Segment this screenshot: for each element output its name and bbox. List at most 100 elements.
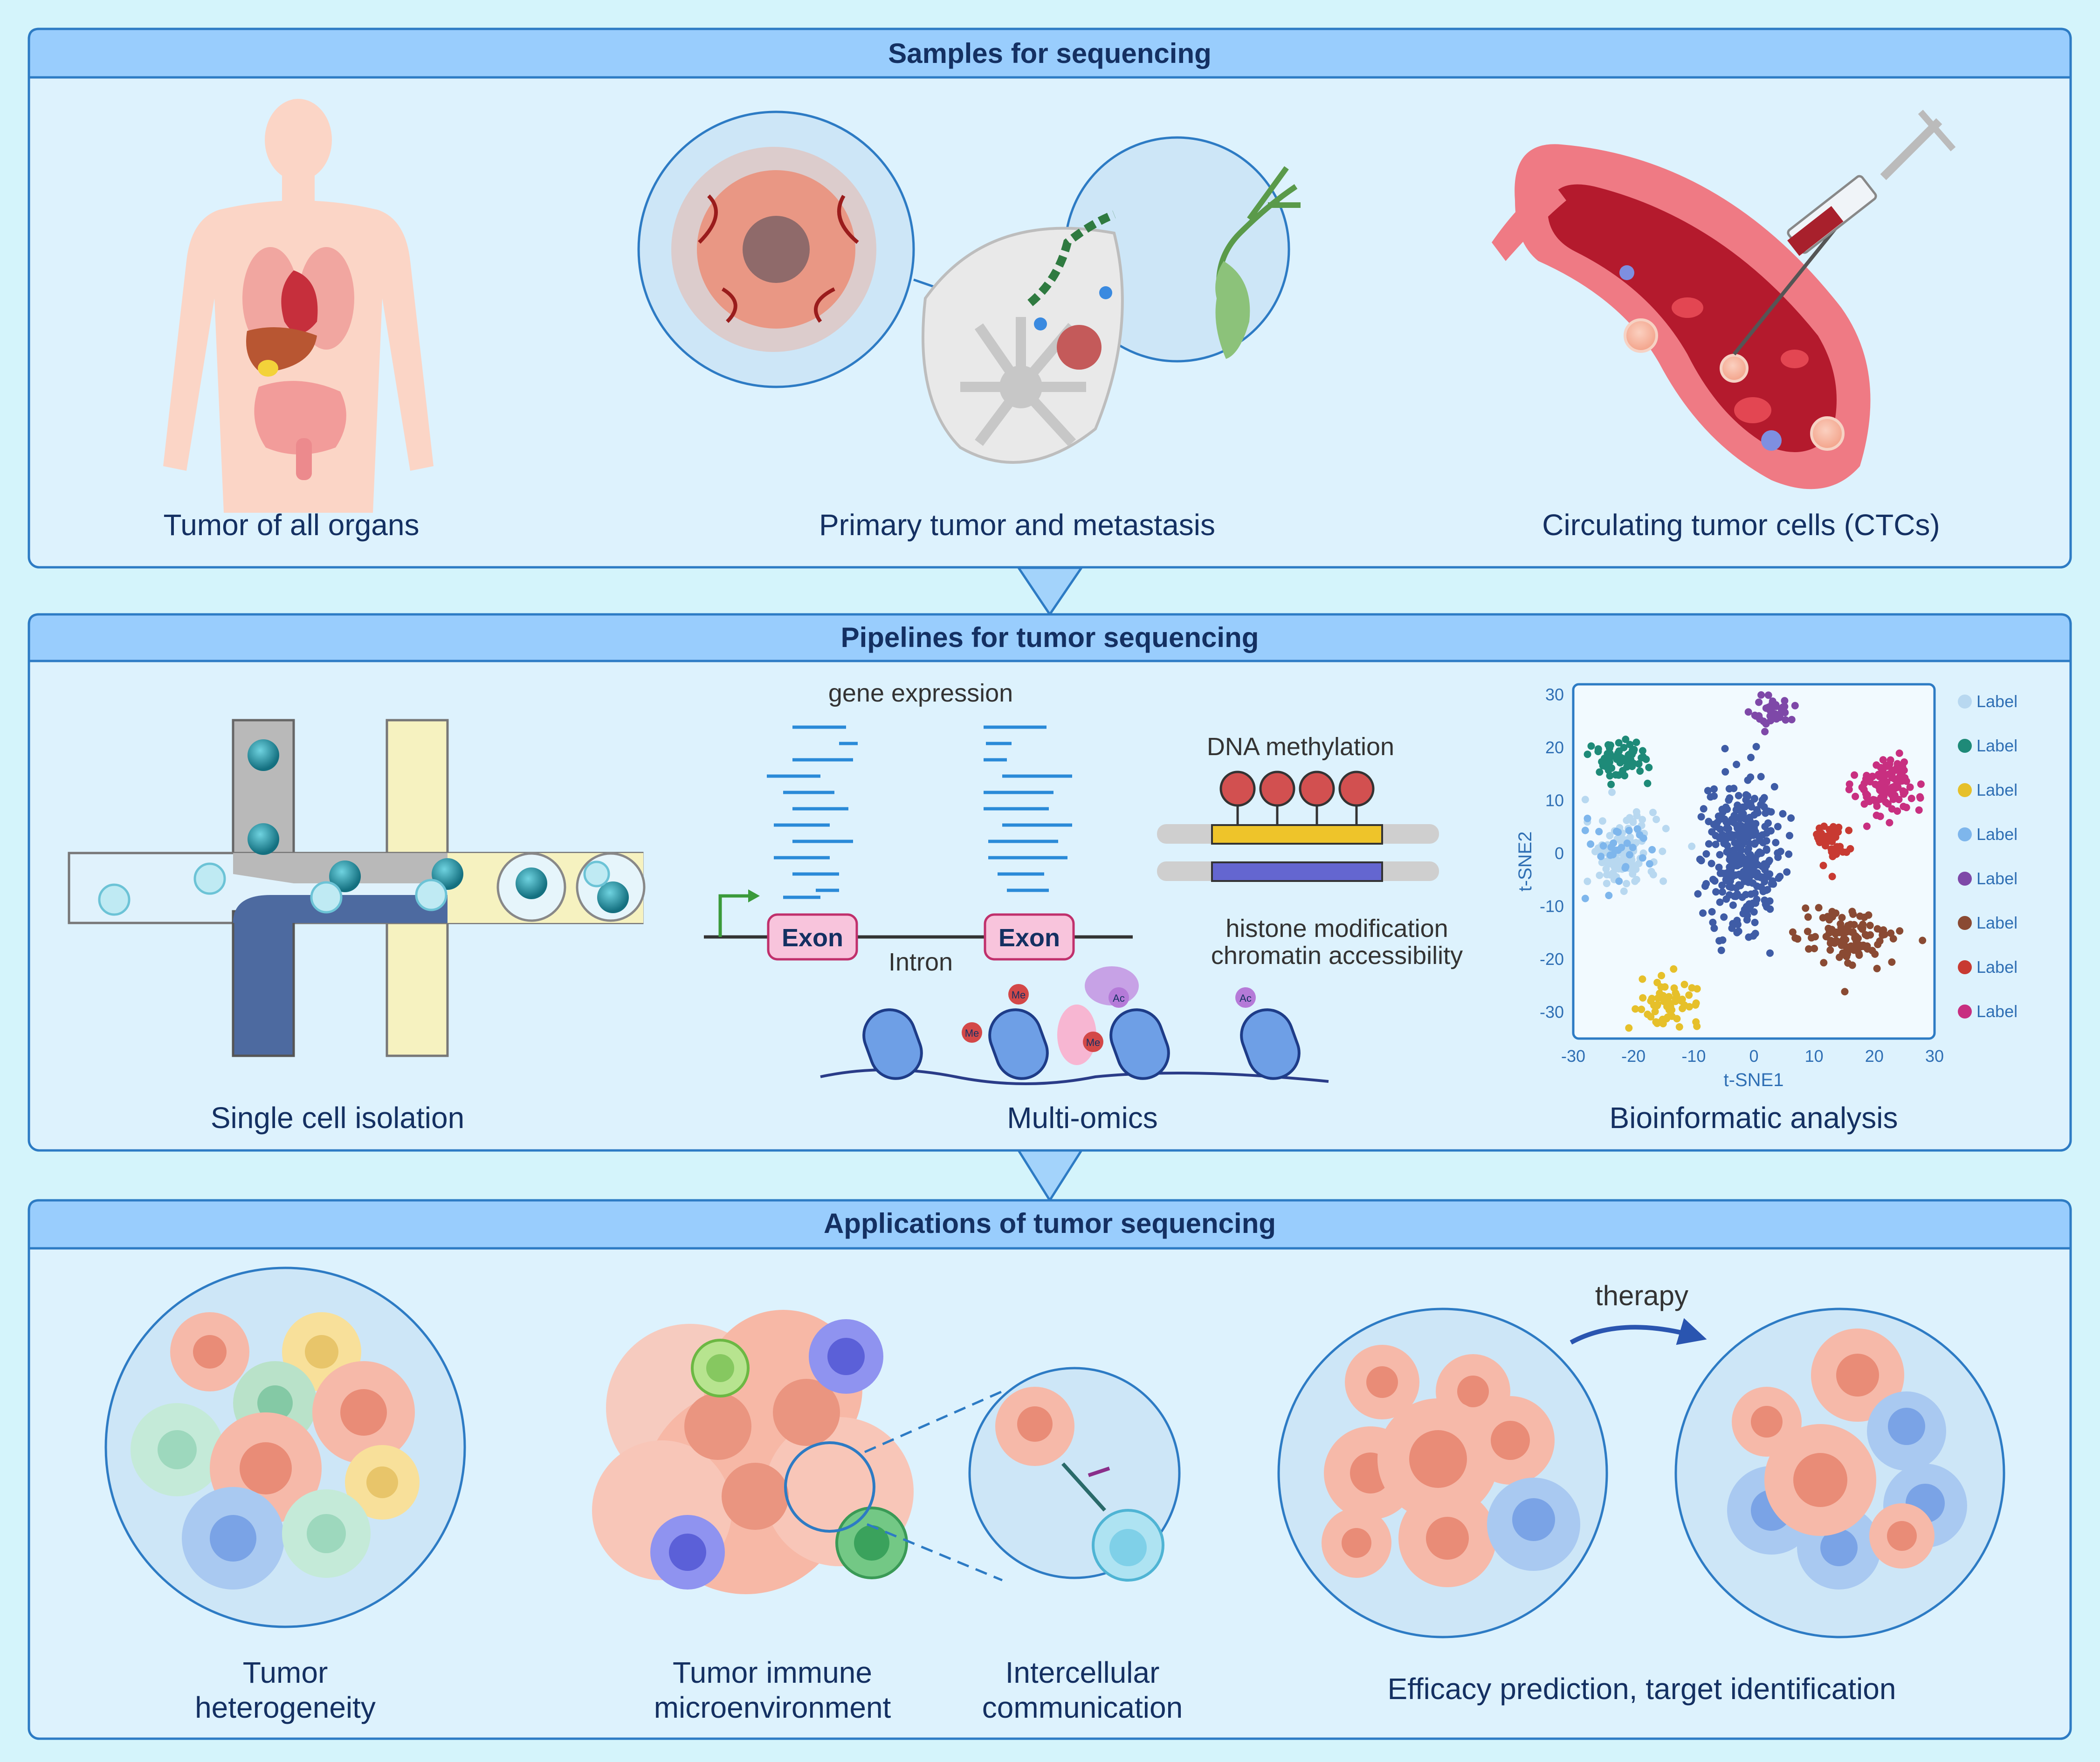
tsne-point-series-1	[1626, 741, 1634, 749]
tsne-point-series-0	[1633, 812, 1641, 819]
tsne-point-series-1	[1632, 738, 1640, 746]
tsne-point-series-6	[1828, 873, 1836, 881]
tsne-point-series-7	[1900, 758, 1908, 766]
tsne-point-series-5	[1858, 923, 1866, 931]
label-chromatin-accessibility: chromatin accessibility	[1211, 942, 1463, 970]
tsne-point-series-0	[1606, 832, 1614, 840]
tsne-point-series-5	[1805, 945, 1813, 953]
tsne-point-series-6	[1835, 824, 1843, 831]
tsne-point-series-0	[1584, 877, 1591, 885]
breast-tumor-illustration	[637, 110, 1301, 464]
tsne-point-series-4	[1777, 705, 1785, 713]
label-single-cell-isolation: Single cell isolation	[211, 1101, 464, 1135]
tsne-point-series-0	[1596, 871, 1604, 879]
tsne-point-series-1	[1642, 755, 1650, 763]
tsne-point-series-8	[1762, 886, 1770, 894]
tsne-point-series-0	[1608, 788, 1616, 796]
tsne-point-series-7	[1876, 812, 1884, 820]
tsne-point-series-4	[1755, 698, 1763, 706]
tsne-legend-swatch	[1958, 783, 1972, 797]
tsne-point-series-2	[1656, 990, 1664, 997]
tsne-point-series-8	[1745, 845, 1752, 853]
tsne-point-series-8	[1745, 903, 1753, 911]
tsne-point-series-3	[1599, 842, 1607, 850]
tsne-point-series-8	[1749, 831, 1757, 839]
tsne-point-series-7	[1845, 780, 1853, 788]
tsne-point-series-3	[1621, 864, 1629, 872]
tsne-point-series-7	[1880, 787, 1887, 795]
tsne-point-series-3	[1646, 860, 1653, 868]
panel-pipelines: Pipelines for tumor sequencing Single ce	[28, 613, 2072, 1152]
tsne-point-series-8	[1704, 787, 1712, 795]
tsne-point-series-5	[1826, 946, 1834, 954]
tsne-point-series-8	[1762, 809, 1770, 817]
tsne-point-series-8	[1697, 813, 1705, 821]
tsne-point-series-1	[1608, 764, 1616, 772]
tsne-point-series-8	[1754, 850, 1762, 858]
tsne-point-series-8	[1758, 796, 1766, 804]
tsne-point-series-8	[1766, 870, 1774, 878]
tsne-point-series-0	[1649, 809, 1657, 816]
tsne-point-series-7	[1873, 798, 1880, 806]
tsne-point-series-0	[1603, 880, 1611, 888]
tsne-point-series-3	[1623, 840, 1631, 847]
tsne-point-series-8	[1720, 913, 1728, 921]
tsne-point-series-8	[1736, 840, 1744, 847]
tsne-ylabel: t-SNE2	[1515, 832, 1535, 892]
tsne-point-series-7	[1890, 783, 1898, 791]
tsne-point-series-5	[1874, 941, 1882, 949]
panel-applications-title: Applications of tumor sequencing	[824, 1208, 1276, 1239]
tsne-point-series-7	[1878, 771, 1886, 778]
tsne-point-series-8	[1761, 896, 1769, 904]
tsne-legend-label: Label	[1976, 780, 2017, 799]
tsne-point-series-8	[1774, 823, 1782, 831]
tsne-point-series-0	[1581, 796, 1589, 804]
tsne-point-series-8	[1729, 852, 1737, 860]
tsne-point-series-8	[1716, 815, 1724, 823]
tsne-point-series-1	[1607, 741, 1614, 749]
tsne-point-series-8	[1702, 880, 1710, 888]
tsne-point-series-5	[1808, 934, 1815, 942]
svg-text:Ac: Ac	[1113, 992, 1125, 1004]
tsne-point-series-5	[1826, 939, 1834, 947]
tsne-point-series-7	[1907, 794, 1915, 802]
tsne-point-series-4	[1782, 716, 1790, 724]
tsne-point-series-5	[1887, 929, 1895, 937]
tsne-point-series-7	[1845, 785, 1853, 793]
tsne-point-series-7	[1915, 806, 1923, 814]
tsne-point-series-7	[1916, 794, 1924, 802]
tsne-point-series-8	[1723, 832, 1731, 840]
tsne-point-series-8	[1735, 792, 1742, 799]
tsne-point-series-3	[1595, 828, 1603, 835]
tsne-point-series-8	[1732, 806, 1740, 814]
tsne-point-series-4	[1764, 703, 1772, 711]
label-microenvironment: microenvironment	[654, 1691, 891, 1724]
tsne-point-series-7	[1893, 766, 1900, 774]
tsne-point-series-8	[1731, 839, 1739, 847]
tsne-point-series-8	[1728, 924, 1736, 932]
label-multi-omics: Multi-omics	[1007, 1101, 1158, 1135]
tsne-point-series-4	[1764, 691, 1772, 699]
me-tag-3: Me	[1083, 1032, 1103, 1052]
tsne-point-series-5	[1811, 944, 1818, 952]
tsne-point-series-8	[1751, 840, 1759, 848]
tsne-point-series-6	[1816, 824, 1823, 832]
tsne-point-series-7	[1886, 819, 1893, 826]
tsne-point-series-0	[1623, 880, 1631, 888]
tsne-point-series-4	[1761, 728, 1769, 736]
tsne-point-series-5	[1841, 949, 1849, 957]
tsne-point-series-5	[1848, 961, 1856, 969]
tsne-point-series-3	[1581, 826, 1589, 834]
tsne-legend-swatch	[1958, 916, 1972, 930]
tsne-point-series-2	[1685, 991, 1693, 999]
tsne-point-series-8	[1785, 850, 1793, 858]
tsne-point-series-3	[1639, 854, 1646, 862]
tsne-point-series-7	[1882, 798, 1890, 806]
tsne-point-series-1	[1587, 742, 1595, 750]
tsne-xtick-label: 20	[1865, 1046, 1884, 1066]
tsne-point-series-8	[1702, 850, 1710, 858]
tsne-point-series-5	[1802, 904, 1810, 912]
tsne-point-series-8	[1700, 805, 1708, 813]
tsne-point-series-6	[1823, 833, 1831, 840]
